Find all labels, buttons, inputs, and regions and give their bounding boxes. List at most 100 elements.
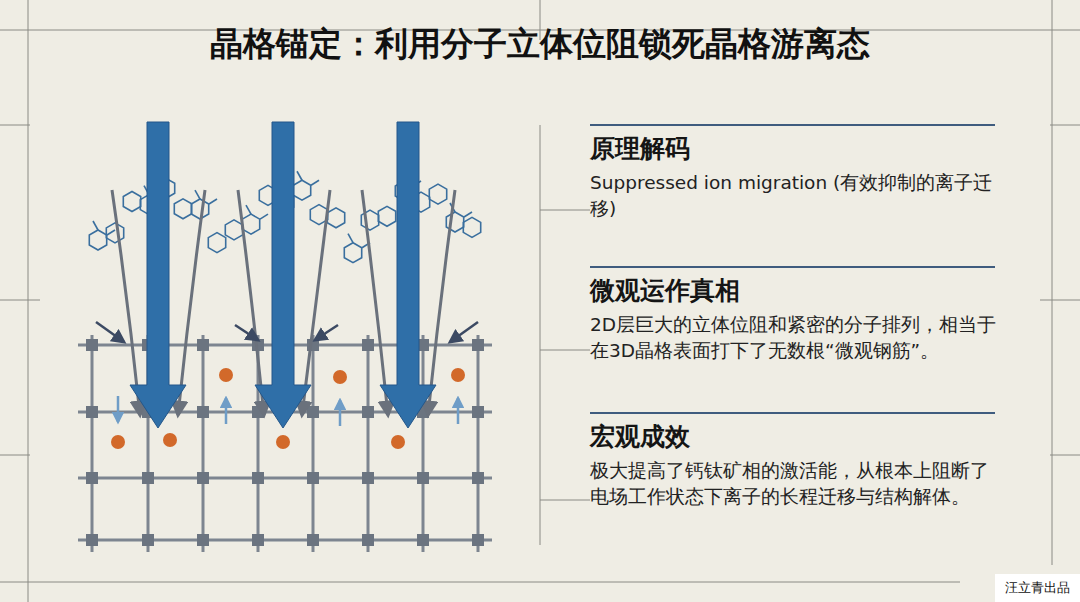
lattice-bond <box>312 335 315 552</box>
lattice-site <box>86 406 98 418</box>
frame-line <box>0 582 960 583</box>
methyl-group <box>464 212 472 217</box>
lattice-site <box>362 534 374 546</box>
section-rule <box>590 124 995 126</box>
section-heading: 原理解码 <box>590 133 1000 166</box>
molecule-ring <box>225 220 242 240</box>
text-section: 宏观成效极大提高了钙钛矿相的激活能，从根本上阻断了电场工作状态下离子的长程迁移与… <box>590 421 1000 510</box>
text-section: 原理解码 Suppressed ion migration (有效抑制的离子迁移) <box>590 133 1000 222</box>
lattice-site <box>197 472 209 484</box>
lattice-site <box>417 534 429 546</box>
section-rules <box>590 125 995 413</box>
section-rule <box>590 412 995 414</box>
ion-dot <box>111 435 125 449</box>
section-body: Suppressed ion migration (有效抑制的离子迁移) <box>590 170 1000 223</box>
molecule-ring <box>123 192 140 212</box>
lattice-site <box>197 406 209 418</box>
ion-dot <box>163 433 177 447</box>
lattice-site <box>307 406 319 418</box>
lattice-bond <box>91 335 94 552</box>
text-section: 微观运作真相 2D层巨大的立体位阻和紧密的分子排列，相当于在3D晶格表面打下了无数… <box>590 275 1000 364</box>
lattice-site <box>417 472 429 484</box>
molecule-ring <box>174 199 191 219</box>
molecule-ring <box>293 180 310 200</box>
lattice-site <box>362 406 374 418</box>
tick <box>1040 300 1080 301</box>
bracket-line <box>540 125 541 545</box>
lattice-bond <box>78 539 492 542</box>
tick <box>1050 455 1080 456</box>
molecule-ring <box>429 184 446 204</box>
methyl-group <box>348 234 353 243</box>
ion-arrow <box>117 396 120 422</box>
molecule-ring <box>327 208 344 228</box>
lattice-bond <box>367 335 370 552</box>
ion-dot <box>333 370 347 384</box>
methyl-group <box>107 230 115 235</box>
lattice-site <box>472 472 484 484</box>
credit-text: 汪立青出品 <box>1005 579 1070 597</box>
tick <box>0 125 30 126</box>
ion-dot <box>219 368 233 382</box>
lattice-site <box>307 534 319 546</box>
molecule-ring <box>378 206 395 226</box>
frame-line <box>1052 0 1053 565</box>
section-body: 极大提高了钙钛矿相的激活能，从根本上阻断了电场工作状态下离子的长程迁移与结构解体… <box>590 458 1000 511</box>
tick <box>0 455 30 456</box>
curved-arrow <box>362 190 388 415</box>
lattice-site <box>472 534 484 546</box>
curved-arrow <box>112 190 140 415</box>
pressure-arrows <box>130 122 436 428</box>
credit-box: 汪立青出品 <box>995 574 1080 602</box>
lattice-site <box>307 472 319 484</box>
ion-arrow <box>457 398 460 424</box>
lattice-bond <box>477 335 480 552</box>
lattice-site <box>472 406 484 418</box>
lattice-site <box>252 472 264 484</box>
tick <box>1050 125 1080 126</box>
lattice-bond <box>202 335 205 552</box>
frame-line <box>28 0 29 602</box>
molecule-ring <box>208 233 225 253</box>
short-arrow <box>235 325 258 340</box>
ion-arrow <box>339 400 342 426</box>
section-heading: 宏观成效 <box>590 421 1000 454</box>
lattice-site <box>362 339 374 351</box>
short-arrow <box>450 322 478 342</box>
big-arrow <box>130 122 186 428</box>
big-arrow <box>380 122 436 428</box>
lattice-site <box>86 534 98 546</box>
short-arrow <box>315 325 338 340</box>
lattice-bond <box>422 335 425 552</box>
lattice-site <box>252 534 264 546</box>
lattice-site <box>142 534 154 546</box>
molecule-ring <box>463 217 480 237</box>
molecule-ring <box>89 230 106 250</box>
molecule-ring <box>242 214 259 234</box>
methyl-group <box>93 221 98 230</box>
bracket-tick <box>540 210 590 211</box>
ion-layer <box>111 368 465 449</box>
diagram-title: 晶格锚定：利用分子立体位阻锁死晶格游离态 <box>0 22 1080 67</box>
section-rule <box>590 266 995 268</box>
lattice-site <box>142 472 154 484</box>
lattice-bond <box>78 477 492 480</box>
curved-arrow <box>178 190 205 415</box>
ion-dot <box>391 435 405 449</box>
curved-arrow <box>428 190 455 415</box>
section-heading: 微观运作真相 <box>590 275 1000 308</box>
methyl-group <box>209 199 217 204</box>
molecule-ring <box>106 223 123 243</box>
lattice-site <box>197 534 209 546</box>
lattice-site <box>86 472 98 484</box>
curved-arrow <box>238 190 264 415</box>
tick <box>0 300 40 301</box>
molecule-ring <box>344 243 361 263</box>
methyl-group <box>260 214 268 219</box>
methyl-group <box>297 171 302 180</box>
curved-arrow <box>302 190 330 415</box>
methyl-group <box>195 190 200 199</box>
section-body: 2D层巨大的立体位阻和紧密的分子排列，相当于在3D晶格表面打下了无数根“微观钢筋… <box>590 312 1000 365</box>
